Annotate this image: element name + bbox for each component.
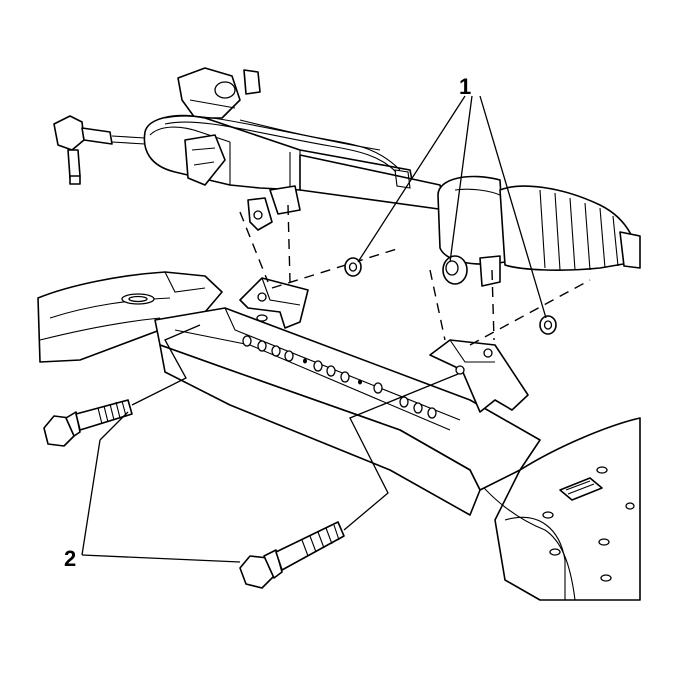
front-crossmember: [154, 307, 541, 516]
left-mounting-bracket: [239, 277, 309, 329]
callout-1-leaders: [357, 95, 547, 319]
bolt-upper: [43, 399, 133, 447]
steering-gear-assembly: [53, 67, 641, 287]
crossmember-holes: [242, 314, 437, 419]
left-frame-rail: [37, 271, 223, 363]
right-mounting-bracket: [429, 339, 529, 413]
washer-left: [344, 257, 362, 277]
outer-tie-rod-end: [53, 115, 146, 185]
bolt-lower: [239, 521, 345, 589]
callout-1-label: 1: [459, 74, 471, 99]
bolt-insertion-leaders: [131, 324, 459, 531]
rack-boot: [499, 185, 641, 271]
washer-right: [539, 315, 557, 335]
fluid-lines: [164, 115, 401, 173]
callout-2-leaders: [81, 411, 241, 563]
alignment-lines: [239, 204, 591, 346]
callout-2-label: 2: [64, 546, 76, 571]
pinion-housing: [177, 67, 261, 119]
right-frame-side-rail: [469, 417, 641, 601]
